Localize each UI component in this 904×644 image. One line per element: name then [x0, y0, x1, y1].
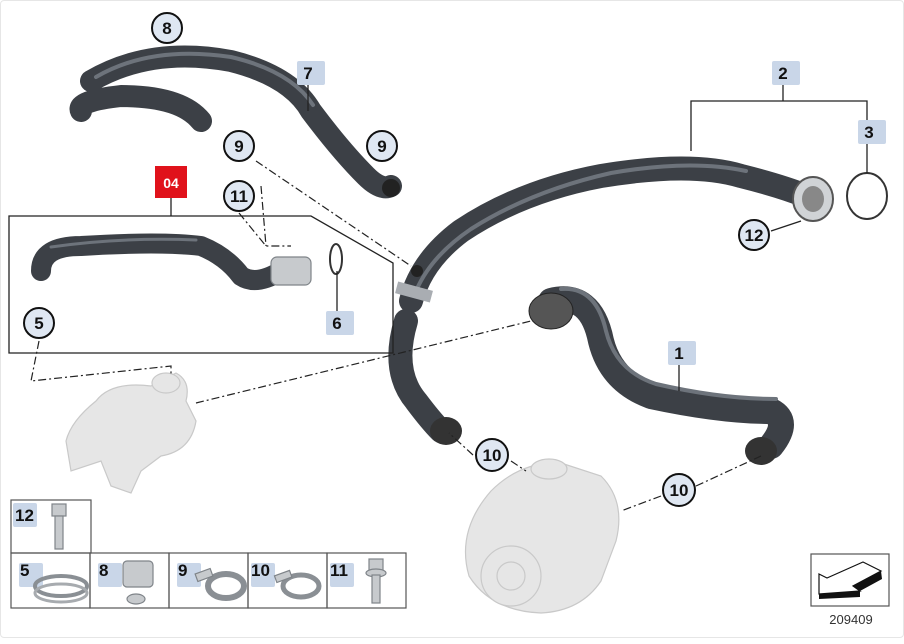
- svg-text:2: 2: [778, 64, 787, 83]
- hose-clamp-icon: [273, 569, 322, 600]
- svg-text:12: 12: [745, 226, 764, 245]
- svg-text:10: 10: [483, 446, 502, 465]
- water-pump: [464, 458, 620, 614]
- svg-text:8: 8: [162, 19, 171, 38]
- callout-10[interactable]: 10: [475, 438, 509, 472]
- svg-text:10: 10: [670, 481, 689, 500]
- callout-7[interactable]: 7: [297, 61, 325, 85]
- svg-text:1: 1: [674, 344, 683, 363]
- svg-text:04: 04: [163, 175, 179, 191]
- spring-clamp-icon: [33, 574, 89, 604]
- hose-clamp-icon: [194, 567, 247, 601]
- callout-2[interactable]: 2: [772, 61, 800, 85]
- hose-1: [430, 286, 794, 465]
- svg-text:11: 11: [230, 187, 248, 206]
- svg-text:5: 5: [34, 314, 43, 333]
- bolt-icon: [51, 503, 67, 550]
- callout-9[interactable]: 9: [223, 130, 255, 162]
- orientation-arrow-icon: [810, 553, 890, 607]
- callout-11[interactable]: 11: [223, 180, 255, 212]
- callout-6[interactable]: 6: [326, 311, 354, 335]
- legend-item-11[interactable]: 11: [330, 558, 387, 604]
- group-badge-04[interactable]: 04: [155, 166, 187, 198]
- legend-item-8[interactable]: 8: [98, 560, 154, 605]
- clip-icon: [122, 560, 154, 605]
- svg-text:5: 5: [20, 561, 29, 580]
- callout-1[interactable]: 1: [668, 341, 696, 365]
- svg-text:12: 12: [15, 506, 34, 525]
- diagram-number: 209409: [829, 612, 872, 627]
- thermostat-housing: [65, 372, 197, 494]
- svg-text:3: 3: [864, 123, 873, 142]
- legend-item-12[interactable]: 12: [13, 503, 67, 550]
- hose-5: [31, 233, 343, 290]
- svg-text:7: 7: [303, 64, 312, 83]
- hose-7: [69, 45, 402, 199]
- svg-text:10: 10: [251, 561, 270, 580]
- leader-lines: [8, 85, 868, 512]
- callout-9[interactable]: 9: [366, 130, 398, 162]
- callout-8[interactable]: 8: [151, 12, 183, 44]
- legend-item-9[interactable]: 9: [177, 561, 247, 601]
- legend-item-5[interactable]: 5: [19, 561, 89, 604]
- hardware-legend: [10, 499, 407, 609]
- svg-text:6: 6: [332, 314, 341, 333]
- callout-12[interactable]: 12: [738, 219, 770, 251]
- callout-3[interactable]: 3: [858, 120, 886, 144]
- svg-text:8: 8: [99, 561, 108, 580]
- svg-text:9: 9: [178, 561, 187, 580]
- svg-text:9: 9: [234, 137, 243, 156]
- svg-text:11: 11: [330, 561, 348, 580]
- callout-5[interactable]: 5: [23, 307, 55, 339]
- legend-item-10[interactable]: 10: [251, 561, 322, 600]
- torx-bolt-icon: [365, 558, 387, 604]
- callout-10[interactable]: 10: [662, 473, 696, 507]
- svg-text:9: 9: [377, 137, 386, 156]
